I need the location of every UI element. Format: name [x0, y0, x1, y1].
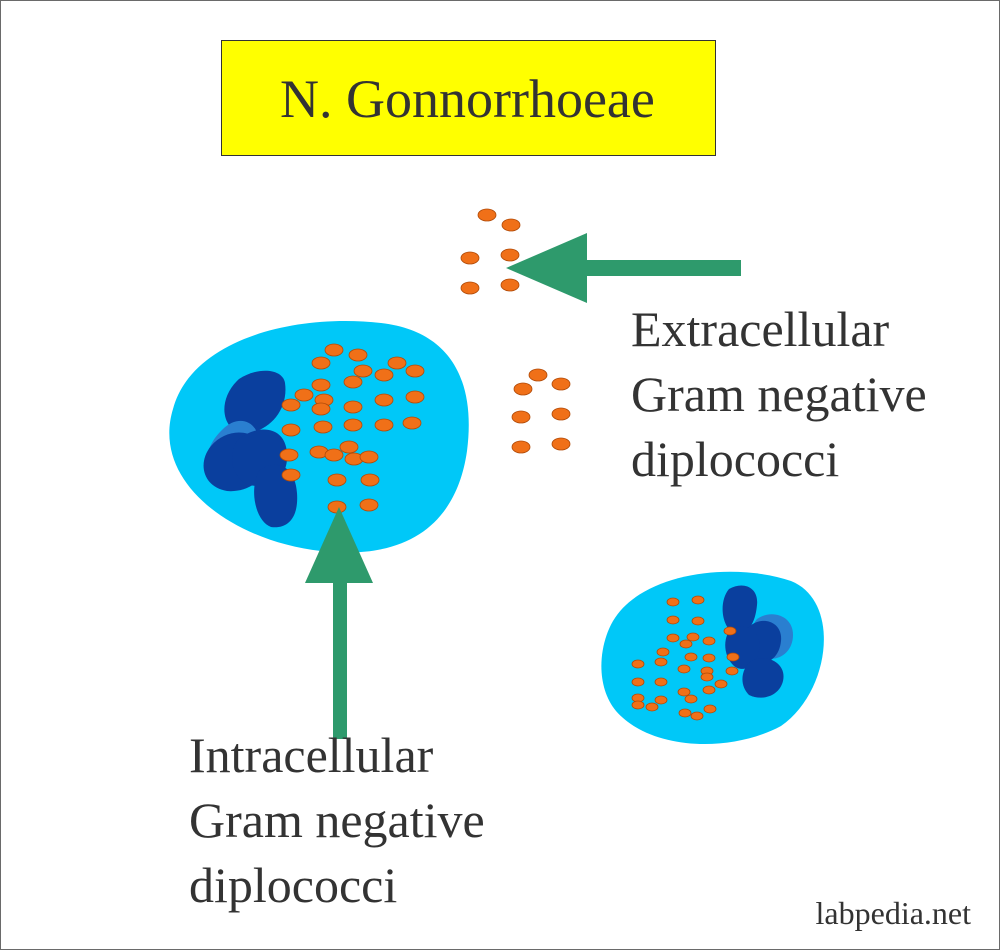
intracellular-small-diplococcus — [703, 704, 717, 714]
extracellular-diplococcus — [460, 251, 480, 265]
intracellular-small-diplococcus — [678, 708, 692, 718]
intracellular-label-line: diplococci — [189, 857, 398, 913]
intracellular-small-diplococcus — [702, 636, 716, 646]
intracellular-large-diplococcus — [353, 364, 373, 378]
extracellular-diplococcus — [500, 248, 520, 262]
extracellular-diplococcus — [500, 278, 520, 292]
intracellular-small-diplococcus — [714, 679, 728, 689]
extracellular-diplococcus — [551, 377, 571, 391]
intracellular-large-diplococcus — [311, 402, 331, 416]
intracellular-small-diplococcus — [666, 597, 680, 607]
intracellular-small-diplococcus — [684, 694, 698, 704]
intracellular-large-diplococcus — [311, 378, 331, 392]
intracellular-label-line: Intracellular — [189, 727, 434, 783]
intracellular-large-diplococcus — [374, 368, 394, 382]
diplococci-layer — [279, 208, 740, 721]
intracellular-large-diplococcus — [348, 348, 368, 362]
intracellular-small-diplococcus — [631, 659, 645, 669]
intracellular-small-diplococcus — [702, 685, 716, 695]
extracellular-diplococcus — [551, 407, 571, 421]
intracellular-small-diplococcus — [666, 615, 680, 625]
extracellular-label-line: Extracellular — [631, 301, 890, 357]
intracellular-large-diplococcus — [339, 440, 359, 454]
intracellular-large-diplococcus — [281, 423, 301, 437]
intracellular-large-diplococcus — [324, 448, 344, 462]
extracellular-diplococcus — [513, 382, 533, 396]
intracellular-large-diplococcus — [343, 375, 363, 389]
intracellular-small-diplococcus — [684, 652, 698, 662]
intracellular-large-diplococcus — [405, 390, 425, 404]
diagram-title: N. Gonnorrhoeae — [280, 69, 655, 129]
intracellular-small-diplococcus — [725, 666, 739, 676]
intracellular-small-diplococcus — [656, 647, 670, 657]
intracellular-small-diplococcus — [666, 633, 680, 643]
intracellular-label-line: Gram negative — [189, 792, 485, 848]
extracellular-diplococcus — [511, 410, 531, 424]
intracellular-large-diplococcus — [374, 393, 394, 407]
intracellular-small-diplococcus — [726, 652, 740, 662]
intracellular-small-diplococcus — [645, 702, 659, 712]
intracellular-small-diplococcus — [691, 616, 705, 626]
large-neutrophil — [169, 321, 469, 553]
extracellular-diplococcus — [460, 281, 480, 295]
intracellular-large-diplococcus — [324, 343, 344, 357]
intracellular-small-diplococcus — [700, 672, 714, 682]
small-cell-nucleus — [722, 585, 793, 698]
intracellular-large-diplococcus — [360, 473, 380, 487]
intracellular-large-diplococcus — [359, 498, 379, 512]
intracellular-large-diplococcus — [343, 418, 363, 432]
intracellular-small-diplococcus — [654, 677, 668, 687]
intracellular-small-diplococcus — [679, 639, 693, 649]
intracellular-small-diplococcus — [702, 653, 716, 663]
extracellular-label: Extracellular Gram negative diplococci — [631, 297, 927, 492]
intracellular-large-diplococcus — [405, 364, 425, 378]
intracellular-large-diplococcus — [279, 448, 299, 462]
intracellular-large-diplococcus — [313, 420, 333, 434]
intracellular-large-diplococcus — [387, 356, 407, 370]
intracellular-small-diplococcus — [631, 700, 645, 710]
intracellular-large-diplococcus — [327, 500, 347, 514]
intracellular-large-diplococcus — [359, 450, 379, 464]
intracellular-large-diplococcus — [281, 468, 301, 482]
intracellular-small-diplococcus — [677, 664, 691, 674]
extracellular-label-line: Gram negative — [631, 366, 927, 422]
extracellular-diplococcus — [477, 208, 497, 222]
extracellular-label-line: diplococci — [631, 431, 840, 487]
source-watermark: labpedia.net — [815, 895, 971, 931]
intracellular-small-diplococcus — [677, 687, 691, 697]
extracellular-diplococcus — [511, 440, 531, 454]
title-box: N. Gonnorrhoeae — [221, 40, 716, 156]
intracellular-large-diplococcus — [294, 388, 314, 402]
intracellular-arrow — [305, 507, 373, 739]
intracellular-label: Intracellular Gram negative diplococci — [189, 723, 485, 918]
intracellular-small-diplococcus — [723, 626, 737, 636]
intracellular-small-diplococcus — [631, 677, 645, 687]
extracellular-diplococcus — [551, 437, 571, 451]
intracellular-small-diplococcus — [691, 595, 705, 605]
intracellular-large-diplococcus — [311, 356, 331, 370]
intracellular-small-diplococcus — [654, 657, 668, 667]
intracellular-small-diplococcus — [686, 632, 700, 642]
intracellular-small-diplococcus — [654, 695, 668, 705]
intracellular-large-diplococcus — [281, 398, 301, 412]
intracellular-large-diplococcus — [374, 418, 394, 432]
intracellular-large-diplococcus — [402, 416, 422, 430]
large-cell-nucleus — [203, 370, 298, 528]
intracellular-large-diplococcus — [327, 473, 347, 487]
extracellular-diplococcus — [501, 218, 521, 232]
extracellular-arrow — [506, 233, 741, 303]
extracellular-diplococcus — [528, 368, 548, 382]
large-cell-cytoplasm — [169, 321, 469, 553]
intracellular-small-diplococcus — [690, 711, 704, 721]
intracellular-large-diplococcus — [343, 400, 363, 414]
